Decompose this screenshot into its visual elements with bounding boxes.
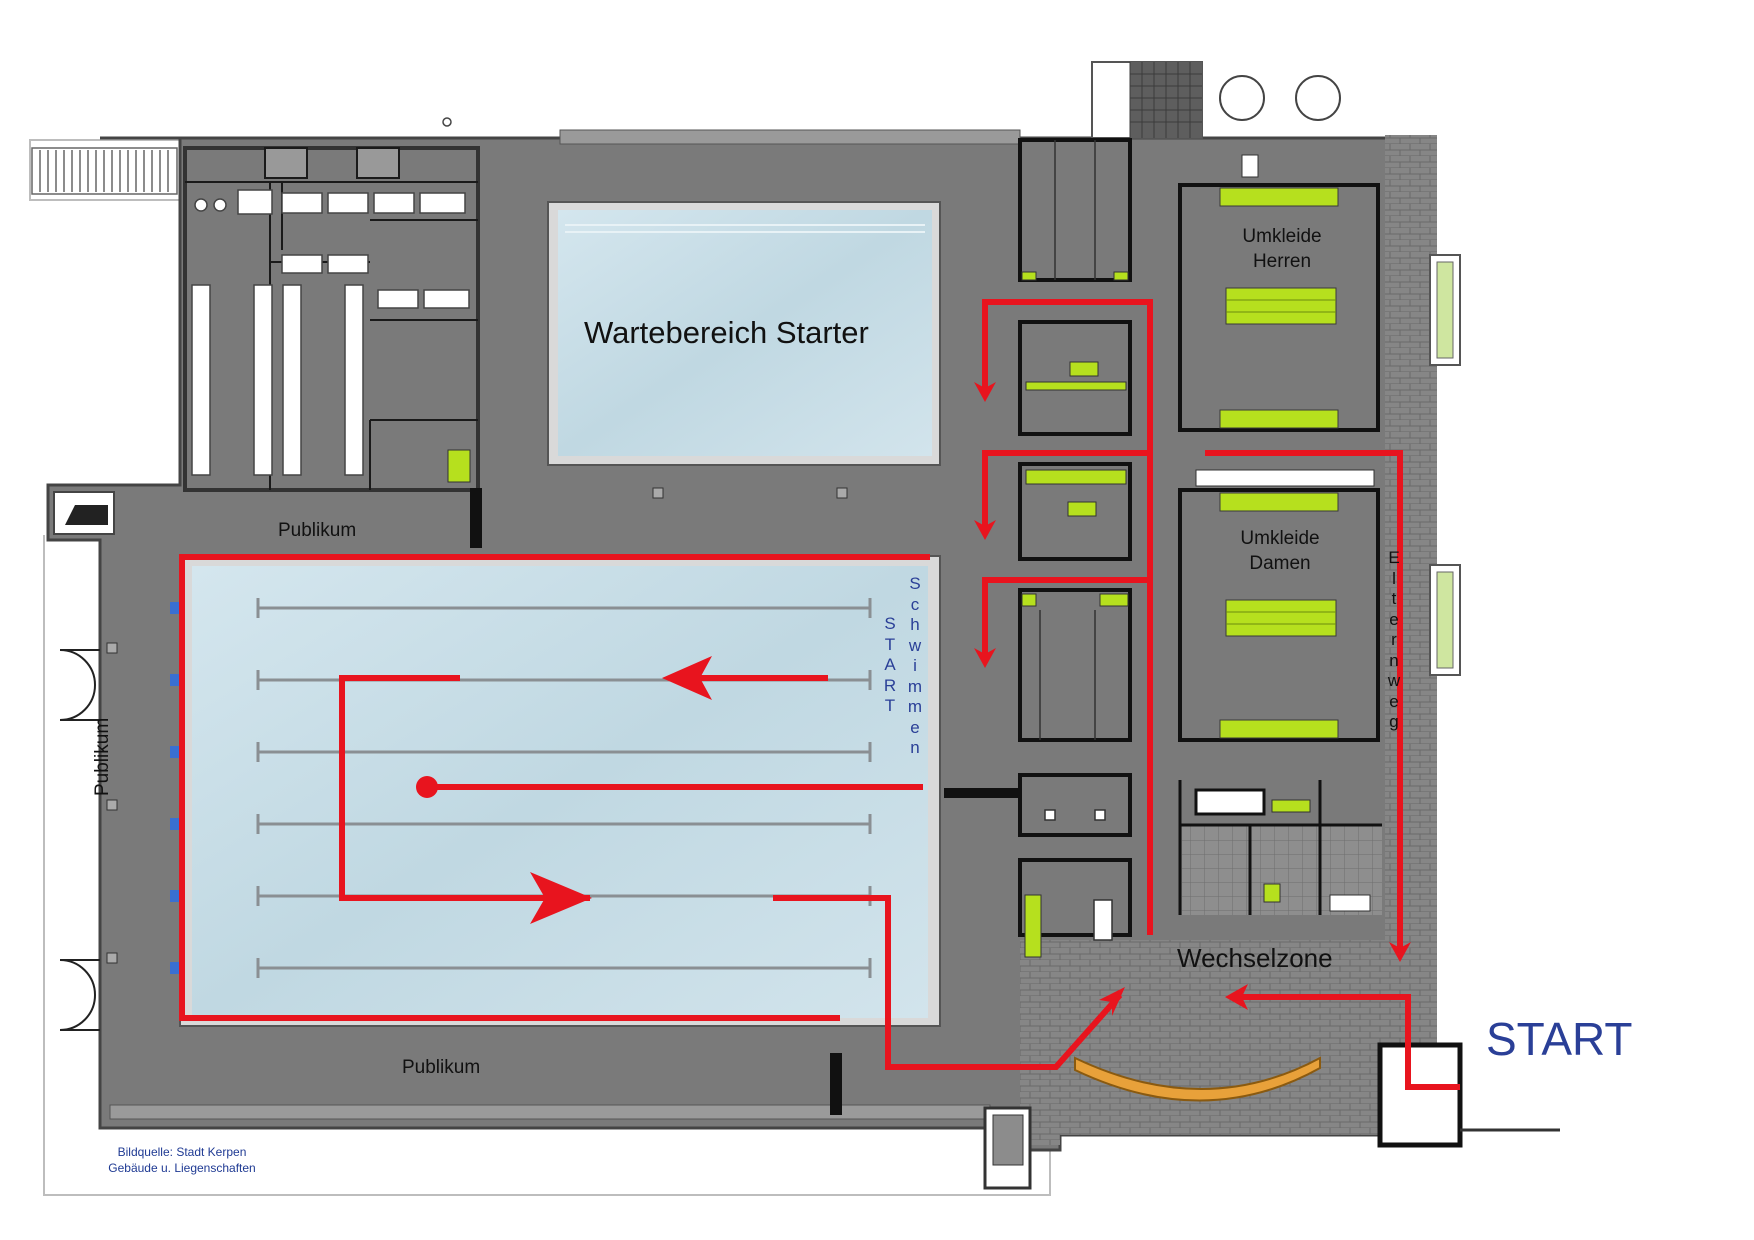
changing-women-line1: Umkleide <box>1240 528 1320 549</box>
parents-way-letter: t <box>1391 589 1397 608</box>
counter <box>1074 1056 1321 1102</box>
start-swim-letter: T <box>884 696 896 715</box>
swim-letter: S <box>909 574 921 593</box>
parents-way-letter: l <box>1392 568 1396 588</box>
swim-letter: e <box>910 717 920 737</box>
start-swim-letter: T <box>884 634 896 654</box>
waiting-area-pool <box>547 201 941 499</box>
main-pool <box>170 555 1024 1115</box>
start-swim-letter: A <box>884 655 896 674</box>
changing-men-line1: Umkleide <box>1242 226 1322 247</box>
swim-letter: c <box>910 594 920 614</box>
waiting-area-label: Wartebereich Starter <box>584 315 869 350</box>
parents-way-letter: g <box>1389 712 1399 731</box>
parents-way-letter: e <box>1389 609 1399 629</box>
swim-letter: n <box>910 738 920 757</box>
changing-men-label: Umkleide Herren <box>1224 224 1340 274</box>
spectators-bottom-label: Publikum <box>402 1057 481 1078</box>
start-dot-icon <box>416 776 438 798</box>
changing-men-line2: Herren <box>1252 251 1312 272</box>
spectators-left-label: Publikum <box>92 717 113 796</box>
route-arrow-icon <box>530 382 1411 1016</box>
start-swim-label: S T A R T <box>879 614 901 717</box>
middle-fixtures <box>1021 271 1129 958</box>
middle-partitions <box>1039 140 1113 941</box>
spectators-top-label: Publikum <box>278 520 357 541</box>
swim-letter: m <box>907 676 923 696</box>
bench-slats <box>1226 299 1336 625</box>
left-doors <box>59 649 100 1031</box>
swim-letter: h <box>910 615 920 634</box>
service-rooms <box>183 146 482 548</box>
changing-women-line2: Damen <box>1249 553 1311 574</box>
start-swim-letter: R <box>883 675 897 695</box>
route <box>179 299 1460 1090</box>
start-swim-letter: S <box>884 614 896 633</box>
changing-women-label: Umkleide Damen <box>1222 526 1338 576</box>
parents-way-letter: E <box>1388 548 1400 567</box>
start-label: START <box>1486 1013 1633 1065</box>
swim-letter: w <box>908 635 922 655</box>
transition-zone-label: Wechselzone <box>1177 943 1333 973</box>
parents-way-letter: n <box>1389 650 1399 670</box>
swim-label: S c h w i m m e n <box>904 574 926 759</box>
parents-way-letter: r <box>1391 630 1397 649</box>
middle-rooms <box>1018 138 1132 937</box>
bench-rows <box>1219 187 1339 739</box>
parents-way-letter: w <box>1387 671 1401 690</box>
pillars <box>106 642 118 964</box>
credit-line1: Bildquelle: Stadt Kerpen <box>117 1145 247 1159</box>
swim-letter: m <box>907 697 923 716</box>
swim-letter: i <box>913 656 917 675</box>
credit-line2: Gebäude u. Liegenschaften <box>108 1161 256 1175</box>
parents-way-label: E l t e r n w e g <box>1383 548 1405 733</box>
stairs-icon <box>31 147 178 195</box>
parents-way-letter: e <box>1389 691 1399 711</box>
lane-lines <box>256 598 872 978</box>
lower-sanitary <box>1178 780 1382 915</box>
image-credit: Bildquelle: Stadt Kerpen Gebäude u. Lieg… <box>82 1144 282 1176</box>
